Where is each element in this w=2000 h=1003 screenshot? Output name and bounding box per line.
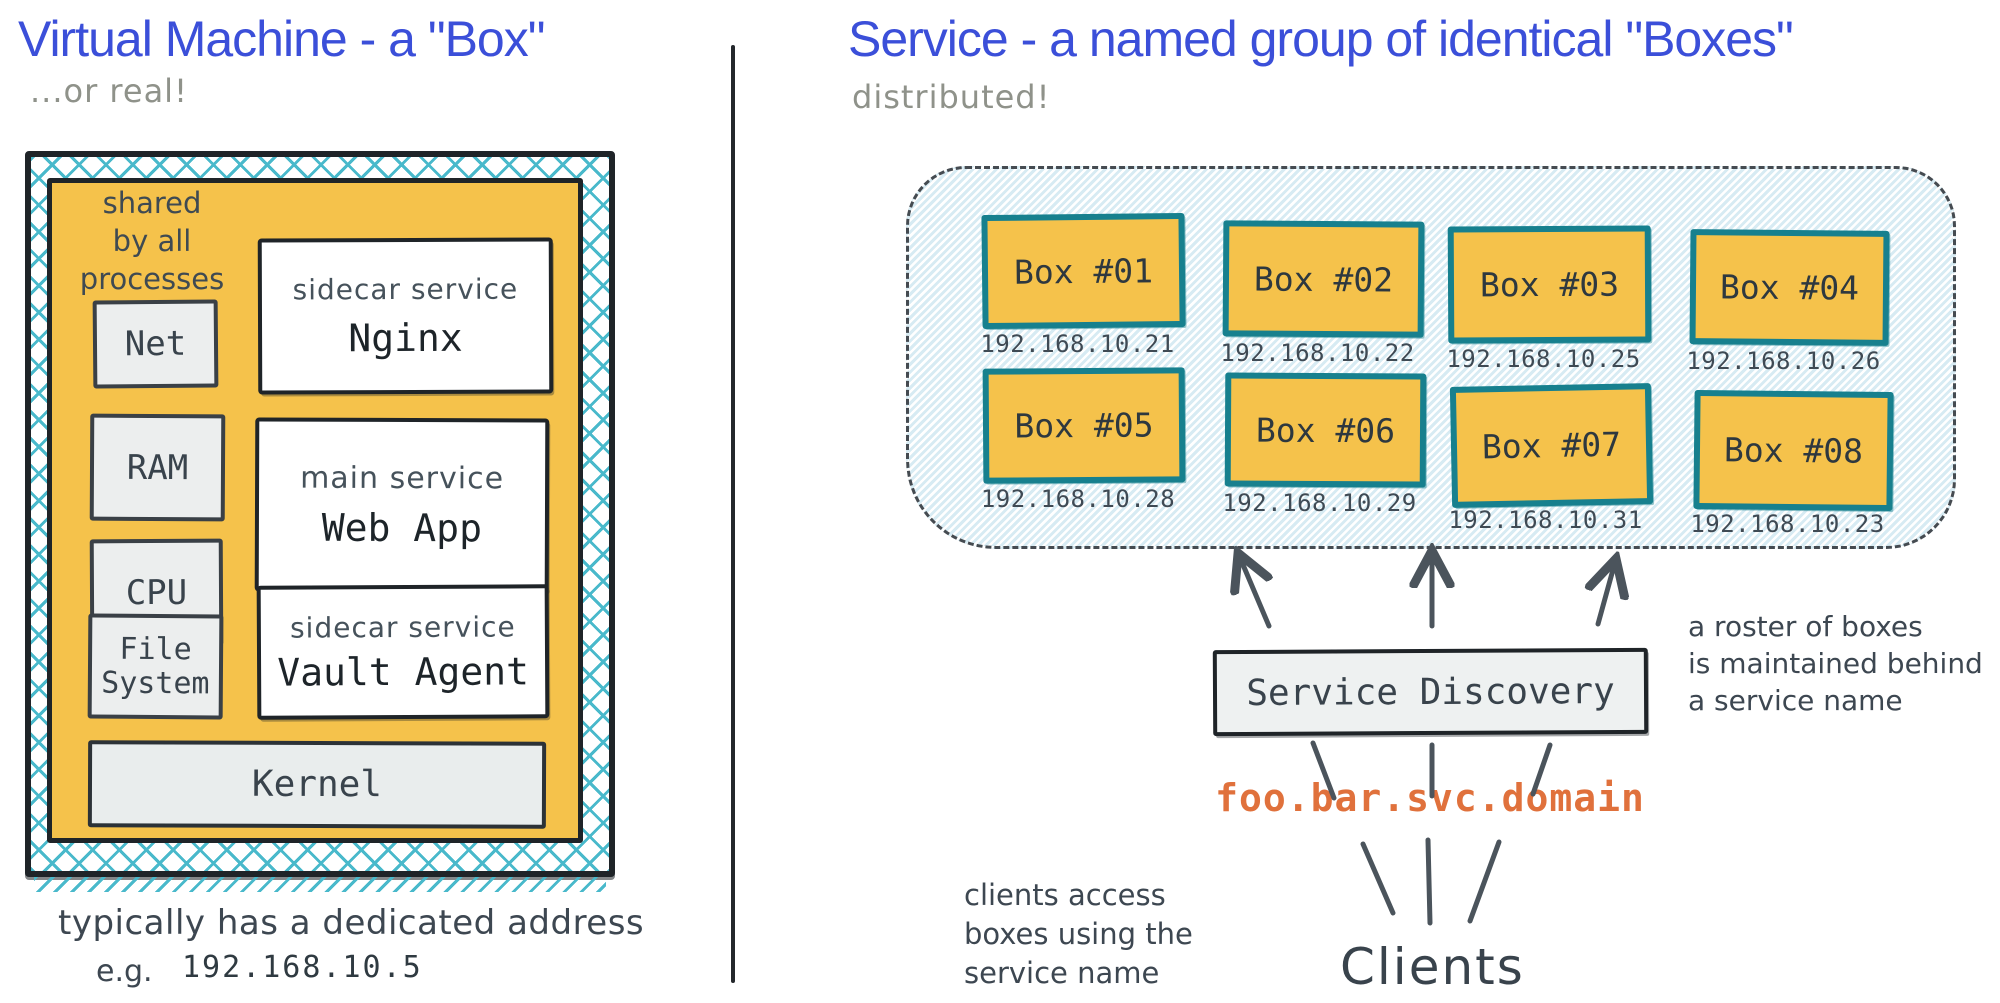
client-access-note-line: clients access <box>964 878 1166 912</box>
box-ip: 192.168.10.29 <box>1222 489 1417 517</box>
vm-hatch-fringe <box>34 877 606 892</box>
shared-note-line: shared <box>102 186 202 220</box>
example-prefix: e.g. <box>96 954 153 989</box>
left-panel-subtitle: ...or real! <box>30 72 188 110</box>
right-panel-subtitle: distributed! <box>852 78 1051 116</box>
box-ip: 192.168.10.25 <box>1446 345 1641 373</box>
shared-note: shared by all processes <box>62 184 242 298</box>
segment-dns-clients-middle <box>1425 837 1433 926</box>
arrow-discovery-left <box>1241 560 1269 629</box>
panel-divider <box>731 45 735 983</box>
client-access-note-line: boxes using the <box>964 917 1193 951</box>
left-panel-title: Virtual Machine - a "Box" <box>18 11 545 67</box>
roster-note-line: a roster of boxes <box>1688 610 1923 643</box>
example-ip: 192.168.10.5 <box>182 950 423 985</box>
dedicated-address-note: typically has a dedicated address <box>58 903 645 943</box>
box-ip: 192.168.10.21 <box>980 330 1175 358</box>
segment-dns-clients-right <box>1467 839 1502 924</box>
box-ip: 192.168.10.23 <box>1690 510 1885 538</box>
roster-note: a roster of boxes is maintained behind a… <box>1688 608 1983 719</box>
client-access-note: clients access boxes using the service n… <box>964 876 1193 993</box>
roster-note-line: a service name <box>1688 684 1903 717</box>
segment-discovery-dns-left <box>1310 740 1337 801</box>
client-access-note-line: service name <box>964 956 1160 990</box>
arrow-discovery-right <box>1598 566 1614 627</box>
box-ip: 192.168.10.26 <box>1686 347 1881 375</box>
box-ip: 192.168.10.22 <box>1220 339 1415 367</box>
shared-note-line: by all <box>112 224 192 258</box>
shared-note-line: processes <box>79 262 225 296</box>
clients-label: Clients <box>1340 938 1525 996</box>
roster-note-line: is maintained behind <box>1688 647 1983 680</box>
box-ip: 192.168.10.28 <box>980 485 1176 513</box>
right-panel-title: Service - a named group of identical "Bo… <box>848 11 1794 67</box>
segment-dns-clients-left <box>1360 841 1396 916</box>
segment-discovery-dns-right <box>1530 742 1553 797</box>
box-ip: 192.168.10.31 <box>1448 506 1643 534</box>
